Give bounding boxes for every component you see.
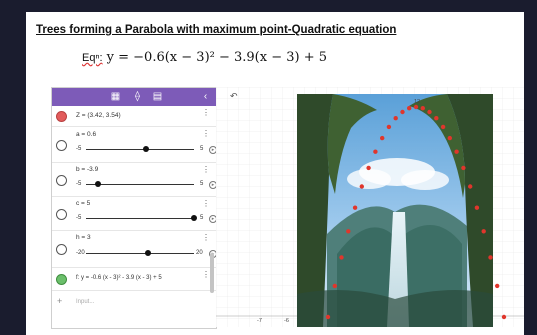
slider-b-label: b = -3.9 bbox=[76, 166, 99, 173]
algebra-scrollbar[interactable] bbox=[210, 253, 214, 293]
parabola-point[interactable] bbox=[427, 109, 432, 115]
tools-icon[interactable]: ⟠ bbox=[135, 91, 140, 102]
parabola-point[interactable] bbox=[501, 314, 507, 320]
parabola-point[interactable] bbox=[359, 184, 364, 189]
slider-b-min: -5 bbox=[76, 181, 82, 187]
parabola-point[interactable] bbox=[481, 229, 486, 234]
slide: Trees forming a Parabola with maximum po… bbox=[26, 12, 524, 335]
more-options-icon[interactable]: ⋮ bbox=[202, 129, 210, 138]
x-tick: -7 bbox=[257, 318, 262, 324]
more-options-icon[interactable]: ⋮ bbox=[202, 270, 210, 279]
x-tick: -6 bbox=[284, 318, 289, 324]
table-icon[interactable]: ▤ bbox=[152, 91, 163, 102]
slider-a-label: a = 0.6 bbox=[76, 131, 97, 138]
algebra-toolbar: ▦ ⟠ ▤ ‹ bbox=[52, 88, 216, 106]
waterfall-photo bbox=[297, 94, 493, 327]
slider-a-knob[interactable] bbox=[143, 146, 150, 152]
function-f-label: f: y = -0.6 (x - 3)² - 3.9 (x - 3) + 5 bbox=[76, 275, 162, 281]
slider-row-h[interactable]: h = 3 ⋮ -20 20 ▸ bbox=[52, 231, 217, 268]
algebra-row-function-f[interactable]: f: y = -0.6 (x - 3)² - 3.9 (x - 3) + 5 ⋮ bbox=[52, 268, 216, 291]
parabola-point[interactable] bbox=[339, 255, 344, 260]
parabola-point[interactable] bbox=[461, 165, 466, 171]
slider-c-knob[interactable] bbox=[191, 215, 197, 221]
visibility-toggle[interactable] bbox=[56, 175, 67, 186]
parabola-point[interactable] bbox=[352, 205, 358, 210]
visibility-toggle[interactable] bbox=[56, 111, 67, 122]
slider-h-knob[interactable] bbox=[145, 250, 152, 256]
parabola-point[interactable] bbox=[440, 124, 446, 130]
parabola-point[interactable] bbox=[474, 205, 480, 210]
parabola-point[interactable] bbox=[495, 283, 500, 289]
more-options-icon[interactable]: ⋮ bbox=[202, 165, 210, 174]
slider-h-track[interactable] bbox=[86, 253, 194, 254]
algebra-row-point-z[interactable]: Z = (3.42, 3.54) ⋮ bbox=[52, 106, 216, 127]
visibility-toggle[interactable] bbox=[56, 244, 67, 255]
graphics-view[interactable]: ↶ -7 -6 -5 bbox=[216, 87, 524, 327]
equation: Eqⁿ: y = −0.6(x − 3)² − 3.9(x − 3) + 5 bbox=[82, 50, 327, 65]
slider-b-track[interactable] bbox=[86, 184, 194, 185]
parabola-point[interactable] bbox=[413, 104, 419, 110]
parabola-point[interactable] bbox=[325, 314, 331, 320]
more-options-icon[interactable]: ⋮ bbox=[202, 108, 210, 117]
parabola-point[interactable] bbox=[454, 149, 459, 154]
slider-row-c[interactable]: c = 5 ⋮ -5 5 ▸ bbox=[52, 197, 217, 231]
slider-a-min: -5 bbox=[76, 146, 82, 152]
parabola-overlay bbox=[325, 104, 507, 320]
point-z-label: Z = (3.42, 3.54) bbox=[76, 112, 121, 119]
algebra-input-row[interactable]: + Input... bbox=[52, 291, 216, 313]
slider-h-min: -20 bbox=[76, 250, 85, 256]
parabola-point[interactable] bbox=[346, 229, 351, 234]
equation-text: y = −0.6(x − 3)² − 3.9(x − 3) + 5 bbox=[102, 50, 328, 65]
more-options-icon[interactable]: ⋮ bbox=[202, 233, 210, 242]
parabola-point[interactable] bbox=[407, 106, 412, 111]
slider-h-label: h = 3 bbox=[76, 234, 91, 241]
slider-c-max: 5 bbox=[200, 215, 204, 221]
visibility-toggle[interactable] bbox=[56, 274, 67, 285]
slider-a-track[interactable] bbox=[86, 149, 194, 150]
parabola-point[interactable] bbox=[386, 124, 392, 130]
parabola-point[interactable] bbox=[434, 116, 439, 121]
visibility-toggle[interactable] bbox=[56, 140, 67, 151]
slider-a-max: 5 bbox=[200, 146, 204, 152]
parabola-point[interactable] bbox=[393, 116, 398, 121]
slider-c-label: c = 5 bbox=[76, 200, 91, 207]
slider-c-min: -5 bbox=[76, 215, 82, 221]
slide-title: Trees forming a Parabola with maximum po… bbox=[36, 24, 397, 36]
slider-h-max: 20 bbox=[196, 250, 203, 256]
parabola-point[interactable] bbox=[380, 135, 385, 141]
parabola-point[interactable] bbox=[488, 255, 493, 260]
parabola-point[interactable] bbox=[420, 106, 425, 111]
slider-row-a[interactable]: a = 0.6 ⋮ -5 5 ▸ bbox=[52, 127, 217, 163]
slider-b-knob[interactable] bbox=[94, 181, 101, 187]
parabola-point[interactable] bbox=[366, 165, 371, 171]
more-options-icon[interactable]: ⋮ bbox=[202, 199, 210, 208]
y-top-tick: 12 bbox=[414, 99, 421, 105]
equation-label: Eqⁿ: bbox=[82, 52, 103, 64]
slider-b-max: 5 bbox=[200, 181, 204, 187]
input-bar[interactable]: Input... bbox=[76, 299, 95, 305]
parabola-point[interactable] bbox=[400, 109, 405, 115]
slider-row-b[interactable]: b = -3.9 ⋮ -5 5 ▸ bbox=[52, 163, 217, 197]
parabola-point[interactable] bbox=[468, 184, 473, 189]
slider-c-track[interactable] bbox=[86, 218, 194, 219]
algebra-view: ▦ ⟠ ▤ ‹ Z = (3.42, 3.54) ⋮ a = 0.6 ⋮ -5 … bbox=[51, 87, 217, 329]
parabola-point[interactable] bbox=[373, 149, 378, 154]
calculator-icon[interactable]: ▦ bbox=[110, 91, 121, 102]
parabola-point[interactable] bbox=[332, 283, 337, 289]
parabola-point[interactable] bbox=[447, 135, 452, 141]
undo-icon[interactable]: ↶ bbox=[230, 91, 238, 101]
visibility-toggle[interactable] bbox=[56, 209, 67, 220]
add-icon[interactable]: + bbox=[57, 296, 63, 306]
collapse-icon[interactable]: ‹ bbox=[203, 91, 208, 102]
